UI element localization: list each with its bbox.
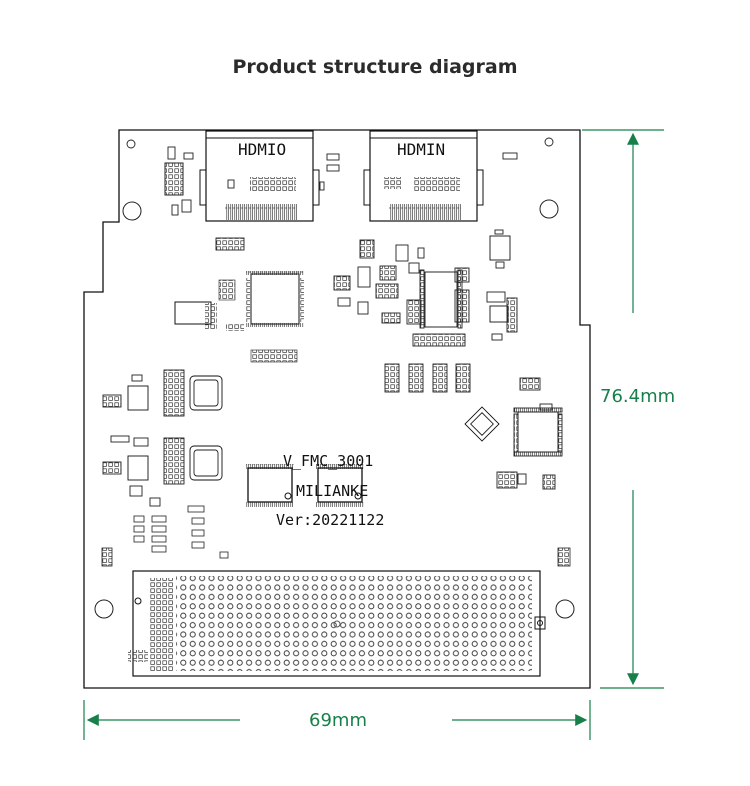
silkscreen-model: V_FMC_3001 (283, 452, 373, 470)
hdmi-output-connector (199, 130, 320, 222)
mounting-holes (94, 199, 575, 619)
center-components (333, 229, 518, 347)
right-components (464, 403, 563, 490)
silkscreen-brand: MILIANKE (296, 482, 368, 500)
fmc-pin-connector (128, 570, 546, 677)
lower-left-passives (101, 505, 571, 567)
middle-components (102, 363, 541, 507)
hdmi-input-connector (363, 130, 484, 222)
diagram-title: Product structure diagram (232, 56, 518, 78)
silkscreen-chips (246, 464, 364, 507)
hdmi-output-label: HDMIO (238, 140, 286, 159)
vias (126, 137, 554, 149)
height-label: 76.4mm (600, 386, 675, 407)
ic-left-qfp (174, 271, 304, 363)
silkscreen-version: Ver:20221122 (276, 511, 384, 529)
hdmi-input-label: HDMIN (397, 140, 445, 159)
upper-left-components (164, 146, 518, 251)
width-label: 69mm (309, 710, 367, 731)
height-dimension (582, 129, 664, 689)
width-dimension (83, 700, 591, 740)
